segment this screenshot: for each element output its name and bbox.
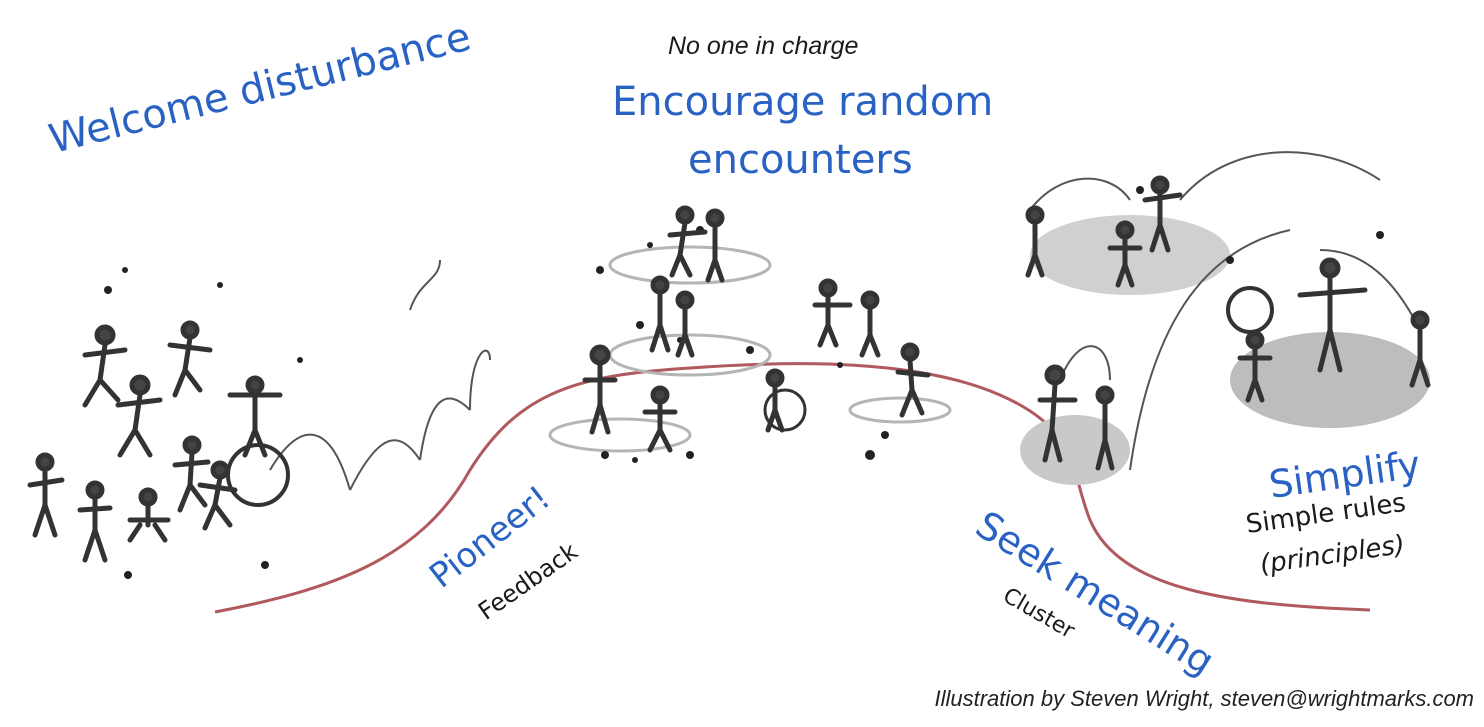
figure (172, 435, 211, 513)
ball (226, 443, 290, 507)
figure (582, 344, 618, 435)
cluster-shadow-3 (1230, 332, 1430, 428)
encourage-random-label: Encourage random (612, 79, 994, 125)
ball (763, 388, 807, 432)
journey-curve (214, 362, 1371, 614)
figure (1025, 205, 1045, 278)
figure (1409, 310, 1431, 388)
figure (895, 342, 931, 418)
figure (642, 385, 678, 453)
figure (127, 487, 171, 543)
encounter-swirls (548, 245, 952, 453)
figure (115, 374, 163, 458)
figure (1297, 257, 1368, 373)
figure (649, 275, 671, 353)
figure (1142, 175, 1183, 253)
figure (197, 460, 238, 531)
no-one-in-charge-label: No one in charge (668, 32, 859, 60)
bounce-arcs (269, 151, 1421, 491)
figure (812, 278, 853, 348)
figure (27, 452, 65, 538)
people-figures (27, 175, 1431, 563)
figure (765, 368, 785, 433)
figure (227, 375, 283, 458)
figure (82, 324, 128, 408)
figure (1107, 220, 1143, 288)
figure (1237, 330, 1273, 403)
figure (1095, 385, 1115, 471)
figure (859, 290, 881, 358)
illustration-credit: Illustration by Steven Wright, steven@wr… (934, 686, 1474, 711)
figure (705, 208, 725, 283)
figure (675, 290, 695, 358)
ball (1226, 286, 1274, 334)
figure (77, 480, 113, 563)
figure (167, 320, 213, 398)
cluster-shadow-2 (1030, 215, 1230, 295)
figure (667, 205, 708, 278)
encounters-label: encounters (688, 137, 913, 183)
cluster-shadow-1 (1020, 415, 1130, 485)
figure (1037, 364, 1078, 463)
